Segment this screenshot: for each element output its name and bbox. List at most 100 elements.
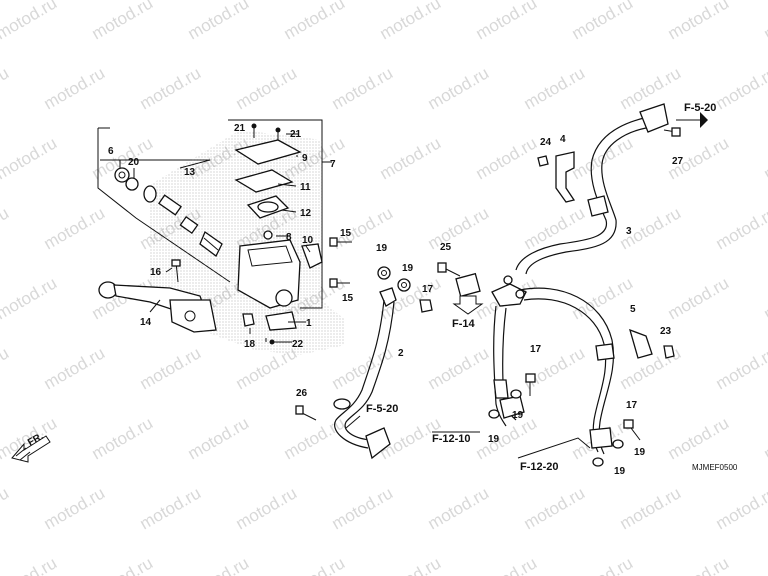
callout-19b: 19 [402, 263, 414, 274]
watermark-text: motod.ru [617, 483, 685, 533]
callout-24: 24 [540, 137, 552, 148]
watermark-text: motod.ru [41, 483, 109, 533]
watermark-text: motod.ru [377, 133, 445, 183]
watermark-text: motod.ru [377, 0, 445, 43]
callout-14: 14 [140, 317, 152, 328]
watermark-text: motod.ru [329, 63, 397, 113]
watermark-text: motod.ru [185, 413, 253, 463]
brake-lever [98, 281, 217, 333]
watermark-text: motod.ru [0, 553, 60, 576]
watermark-text: motod.ru [0, 483, 12, 533]
callout-19f: 19 [614, 466, 626, 477]
callout-15a: 15 [340, 228, 352, 239]
callout-27: 27 [672, 156, 684, 167]
watermark-text: motod.ru [41, 203, 109, 253]
watermark-text: motod.ru [0, 203, 12, 253]
watermark-text: motod.ru [425, 63, 493, 113]
callout-3: 3 [626, 226, 632, 237]
clamp-4 [537, 151, 576, 203]
watermark-text: motod.ru [761, 413, 768, 463]
watermark-text: motod.ru [713, 343, 768, 393]
watermark-text: motod.ru [713, 203, 768, 253]
callout-20: 20 [128, 157, 140, 168]
callout-4: 4 [560, 134, 566, 145]
callout-17b: 17 [530, 344, 542, 355]
callout-16: 16 [150, 267, 162, 278]
watermark-text: motod.ru [761, 553, 768, 576]
hose-left-caliper [488, 305, 536, 427]
watermark-text: motod.ru [569, 553, 637, 576]
watermark-text: motod.ru [233, 483, 301, 533]
callout-18: 18 [244, 339, 256, 350]
watermark-text: motod.ru [89, 553, 157, 576]
watermark-text: motod.ru [41, 63, 109, 113]
reservoir-cap [234, 139, 302, 165]
ref-f520-top: F-5-20 [684, 102, 716, 114]
callout-labels: 7 21 21 9 11 12 8 10 6 20 13 16 14 18 1 … [26, 102, 738, 477]
watermark-text: motod.ru [377, 553, 445, 576]
watermark-text: motod.ru [329, 483, 397, 533]
diagram-code: MJMEF0500 [692, 463, 738, 472]
watermark-text: motod.ru [41, 343, 109, 393]
f14-arrow [452, 295, 484, 315]
watermark-text: motod.ru [185, 0, 253, 43]
watermark-text: motod.ru [233, 63, 301, 113]
ref-f520-left: F-5-20 [366, 403, 398, 415]
callout-17a: 17 [422, 284, 434, 295]
callout-19a: 19 [376, 243, 388, 254]
callout-19d: 19 [488, 434, 500, 445]
cap-plate [234, 169, 294, 193]
callout-13: 13 [184, 167, 196, 178]
callout-1: 1 [306, 318, 312, 329]
piston-kit [114, 167, 223, 257]
callout-17c: 17 [626, 400, 638, 411]
f520-top-arrow [700, 112, 708, 128]
callout-19c: 19 [512, 410, 524, 421]
callout-8: 8 [286, 232, 292, 243]
watermark-text: motod.ru [473, 133, 541, 183]
watermark-text: motod.ru [713, 483, 768, 533]
watermark-text: motod.ru [665, 413, 733, 463]
callout-21b: 21 [290, 129, 302, 140]
watermark-text: motod.ru [569, 0, 637, 43]
callout-15b: 15 [342, 293, 354, 304]
switch-10 [301, 243, 323, 269]
watermark-text: motod.ru [425, 343, 493, 393]
callout-5: 5 [630, 304, 636, 315]
three-way-joint [437, 262, 527, 307]
callout-21a: 21 [234, 123, 246, 134]
watermark-text: motod.ru [89, 0, 157, 43]
watermark-text: motod.ru [137, 343, 205, 393]
callout-26: 26 [296, 388, 308, 399]
hose-2 [295, 299, 395, 460]
callout-6: 6 [108, 146, 114, 157]
hose-right-caliper [519, 287, 675, 467]
watermark-text: motod.ru [473, 0, 541, 43]
watermark-text: motod.ru [713, 63, 768, 113]
watermark-text: motod.ru [0, 63, 12, 113]
watermark-text: motod.ru [521, 63, 589, 113]
watermark-text: motod.ru [617, 63, 685, 113]
hose-3 [515, 103, 681, 275]
watermark-text: motod.ru [425, 203, 493, 253]
banjo-fittings [329, 237, 433, 313]
watermark-text: motod.ru [0, 133, 60, 183]
watermark-text: motod.ru [761, 133, 768, 183]
callout-12: 12 [300, 208, 312, 219]
watermark-text: motod.ru [0, 343, 12, 393]
callout-10: 10 [302, 235, 314, 246]
fr-arrow [11, 435, 51, 463]
master-cylinder-assembly [97, 119, 345, 355]
callout-23: 23 [660, 326, 672, 337]
watermark-text: motod.ru [569, 273, 637, 323]
ref-f1220: F-12-20 [520, 461, 559, 473]
watermark-text: motod.ru [89, 413, 157, 463]
watermark-text: motod.ru [761, 0, 768, 43]
watermark-text: motod.ru [137, 483, 205, 533]
watermark-text: motod.ru [185, 553, 253, 576]
ref-f1210: F-12-10 [432, 433, 471, 445]
leader-lines [119, 133, 311, 343]
callout-9: 9 [302, 153, 308, 164]
